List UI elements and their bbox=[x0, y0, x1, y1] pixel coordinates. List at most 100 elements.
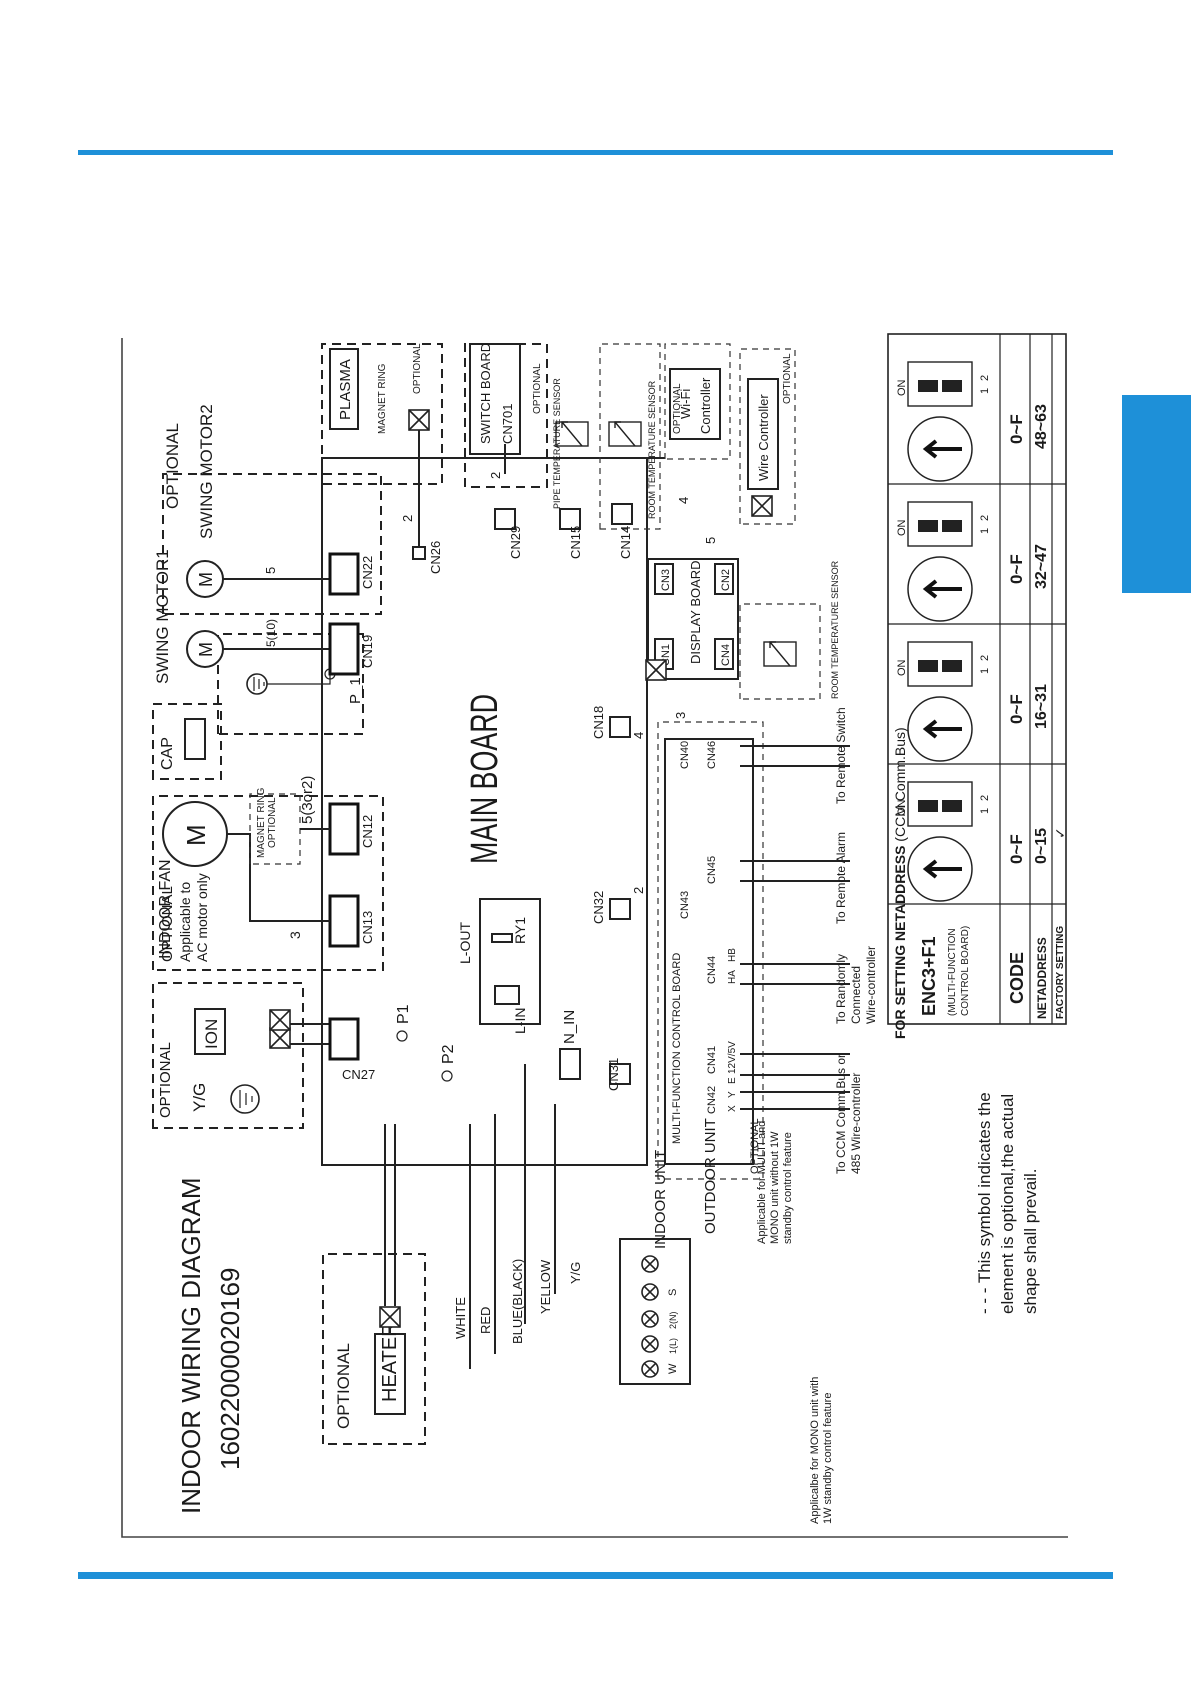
cn18-box bbox=[609, 716, 631, 738]
net-1: 16~31 bbox=[1033, 684, 1050, 729]
hb-label: HB bbox=[727, 948, 738, 962]
dip-1-1: 1 bbox=[979, 808, 991, 814]
ground-icon bbox=[230, 1084, 260, 1114]
wifi-box bbox=[669, 368, 721, 440]
ion-box bbox=[194, 1008, 226, 1055]
cn26-wires: 2 bbox=[400, 515, 415, 522]
plasma-optional-box bbox=[321, 343, 443, 485]
ac-optional-line1: Applicable to bbox=[177, 882, 193, 962]
ion-connector-icon-2 bbox=[269, 1009, 291, 1031]
row-factory-label: FACTORY SETTING bbox=[1055, 926, 1066, 1019]
wifi-optional: OPTIONAL bbox=[672, 383, 683, 434]
ccm-line-2: 485 Wire-controller bbox=[849, 1073, 863, 1174]
cn14-label: CN14 bbox=[618, 526, 633, 559]
display-connector-icon bbox=[645, 659, 667, 681]
p2-label: P2 bbox=[440, 1044, 457, 1064]
row-code-label: CODE bbox=[1007, 952, 1027, 1004]
cn14-box bbox=[611, 503, 633, 525]
terminal-block bbox=[619, 1238, 691, 1385]
table-enc: ENC3+F1 bbox=[919, 936, 939, 1016]
p1-ground-optional-box bbox=[217, 633, 364, 735]
multi-function-optional-box bbox=[657, 721, 764, 1180]
code-1: 0~F bbox=[1007, 694, 1026, 724]
dip-2-2: 2 bbox=[979, 655, 991, 661]
terminal-2n: 2(N) bbox=[668, 1311, 678, 1329]
cn43-label: CN43 bbox=[679, 891, 691, 919]
note-multi-1: Applicable for MULTI and bbox=[756, 1121, 768, 1244]
cap-optional-box bbox=[152, 703, 222, 780]
wire-yellow: YELLOW bbox=[538, 1259, 553, 1314]
remote-switch-label: To Remote Switch bbox=[834, 707, 848, 804]
dip-on-3: ON bbox=[896, 519, 908, 536]
remote-alarm-label: To Remote Alarm bbox=[834, 832, 848, 924]
wire-white: WHITE bbox=[453, 1297, 468, 1339]
wire-controller-connector-icon bbox=[751, 495, 773, 517]
cn4-label: CN4 bbox=[720, 644, 732, 666]
y-label: Y bbox=[727, 1091, 738, 1098]
terminal-screw-ground bbox=[641, 1255, 659, 1273]
cn40-label: CN40 bbox=[679, 741, 691, 769]
row-netaddress-label: NETADDRESS bbox=[1035, 937, 1049, 1019]
cn42-label: CN42 bbox=[706, 1086, 718, 1114]
indoor-fan-motor-letter: M bbox=[181, 824, 211, 846]
room-sensor-optional-box bbox=[599, 343, 661, 530]
dip-1-4: 1 bbox=[979, 388, 991, 394]
room-sensor-icon bbox=[608, 421, 642, 447]
wire-controller-box bbox=[747, 378, 779, 490]
ry1-label: RY1 bbox=[512, 917, 528, 944]
cn27-box bbox=[328, 1017, 360, 1061]
plasma-box bbox=[329, 348, 359, 430]
wire-yg: Y/G bbox=[568, 1262, 583, 1284]
display-board-label: DISPLAY BOARD bbox=[688, 560, 703, 664]
table-heading: FOR SETTING NETADDRESS (CCM Comm.Bus) bbox=[892, 727, 908, 1039]
cn27-label: CN27 bbox=[342, 1067, 375, 1082]
bottom-rule bbox=[78, 1572, 1113, 1579]
l-in-label: L-IN bbox=[512, 1008, 528, 1034]
heater-label: HEATER bbox=[379, 1322, 401, 1402]
terminal-screw-2 bbox=[641, 1310, 659, 1328]
cn44-label: CN44 bbox=[706, 956, 718, 984]
l-out-label: L-OUT bbox=[457, 922, 473, 964]
heater-optional-box bbox=[322, 1253, 426, 1445]
multi-function-board-label: MULTI-FUNCTION CONTROL BOARD bbox=[671, 953, 683, 1144]
plasma-connector-icon bbox=[408, 409, 430, 431]
random-line-3: Wire-controller bbox=[864, 946, 878, 1024]
swing-motor2-label: SWING MOTOR2 bbox=[197, 404, 216, 539]
swing-motor2-letter: M bbox=[196, 572, 216, 587]
netaddress-table: FOR SETTING NETADDRESS (CCM Comm.Bus) EN… bbox=[887, 333, 1068, 1039]
swing-motor1-letter: M bbox=[196, 642, 216, 657]
multi-function-optional: OPTIONAL bbox=[749, 1118, 761, 1174]
dial-icon-4 bbox=[906, 415, 974, 483]
legend-line-3: shape shall prevail. bbox=[1021, 1168, 1040, 1314]
top-rule bbox=[78, 150, 1113, 155]
wifi-wires: 4 bbox=[676, 497, 691, 504]
x-label: X bbox=[727, 1105, 738, 1112]
table-enc-sub-1: (MULTI-FUNCTION bbox=[947, 928, 958, 1016]
ac-optional-line2: AC motor only bbox=[194, 873, 210, 962]
ha-label: HA bbox=[727, 970, 738, 984]
wire-controller-label: Wire Controller bbox=[756, 394, 771, 481]
swing-motor1-label: SWING MOTOR1 bbox=[153, 549, 172, 684]
cn15-box bbox=[559, 508, 581, 530]
code-0: 0~F bbox=[1007, 834, 1026, 864]
wifi-optional-box bbox=[664, 343, 731, 460]
dip-2-4: 2 bbox=[979, 375, 991, 381]
note-mono-2: 1W standby control feature bbox=[822, 1393, 834, 1524]
cn18-wires: 4 bbox=[631, 732, 646, 739]
terminal-s: S bbox=[667, 1289, 679, 1296]
note-multi-2: MONO unit without 1W bbox=[769, 1131, 781, 1244]
note-mono-1: Applicalbe for MONO unit with bbox=[809, 1377, 821, 1524]
dial-icon-3 bbox=[906, 555, 974, 623]
ion-connector-icon bbox=[269, 1027, 291, 1049]
heater-connector-icon bbox=[379, 1306, 401, 1328]
diagram-body: INDOOR WIRING DIAGRAM 16022000020169 MAI… bbox=[121, 333, 1068, 1538]
pipe-sensor-label: PIPE TEMPERATURE SENSOR bbox=[552, 378, 562, 509]
diagram-code: 16022000020169 bbox=[215, 1268, 245, 1470]
cn15-label: CN15 bbox=[568, 526, 583, 559]
dip-switch-icon-2 bbox=[907, 641, 973, 687]
wire-controller-optional-box bbox=[739, 348, 796, 525]
room-sensor-label: ROOM TEMPERATURE SENSOR bbox=[647, 380, 657, 519]
cn29-label: CN29 bbox=[508, 526, 523, 559]
dip-switch-icon-1 bbox=[907, 781, 973, 827]
wire-blue-black: BLUE(BLACK) bbox=[510, 1259, 525, 1344]
